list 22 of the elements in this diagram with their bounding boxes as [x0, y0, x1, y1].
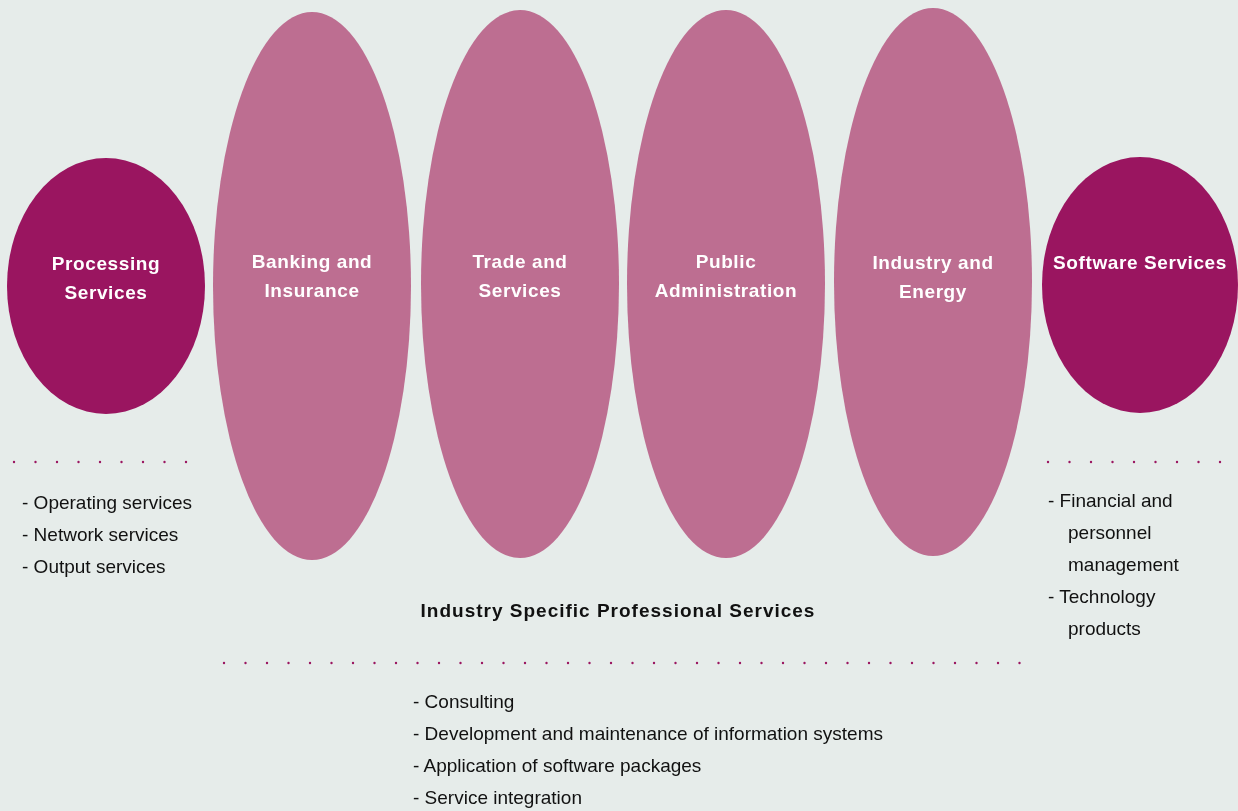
list-item: - Application of software packages [413, 754, 703, 778]
ellipse [1042, 157, 1238, 413]
ellipse-label: Processing Services [50, 252, 162, 305]
ellipse-label: Industry and Energy [871, 251, 995, 304]
section-heading: Industry Specific Professional Services [419, 600, 817, 622]
list-item: - Service integration [413, 786, 583, 810]
ellipse [213, 12, 411, 560]
list-item: - Output services [22, 555, 167, 579]
ellipse-label: Software Services [1052, 251, 1228, 275]
ellipse [421, 10, 619, 558]
ellipse [627, 10, 825, 558]
list-item: - Consulting [413, 690, 516, 714]
ellipse [7, 158, 205, 414]
list-item: - Network services [22, 523, 180, 547]
ellipse-label: Banking and Insurance [250, 250, 374, 303]
ellipse [834, 8, 1032, 556]
list-item: - Technology products [1048, 585, 1157, 641]
ellipse-label: Trade and Services [471, 250, 569, 303]
ellipse-label: Public Administration [653, 250, 799, 303]
list-item: - Development and maintenance of information systems [413, 722, 884, 746]
list-item: - Operating services [22, 491, 193, 515]
list-item: - Financial and personnel management [1048, 489, 1180, 577]
